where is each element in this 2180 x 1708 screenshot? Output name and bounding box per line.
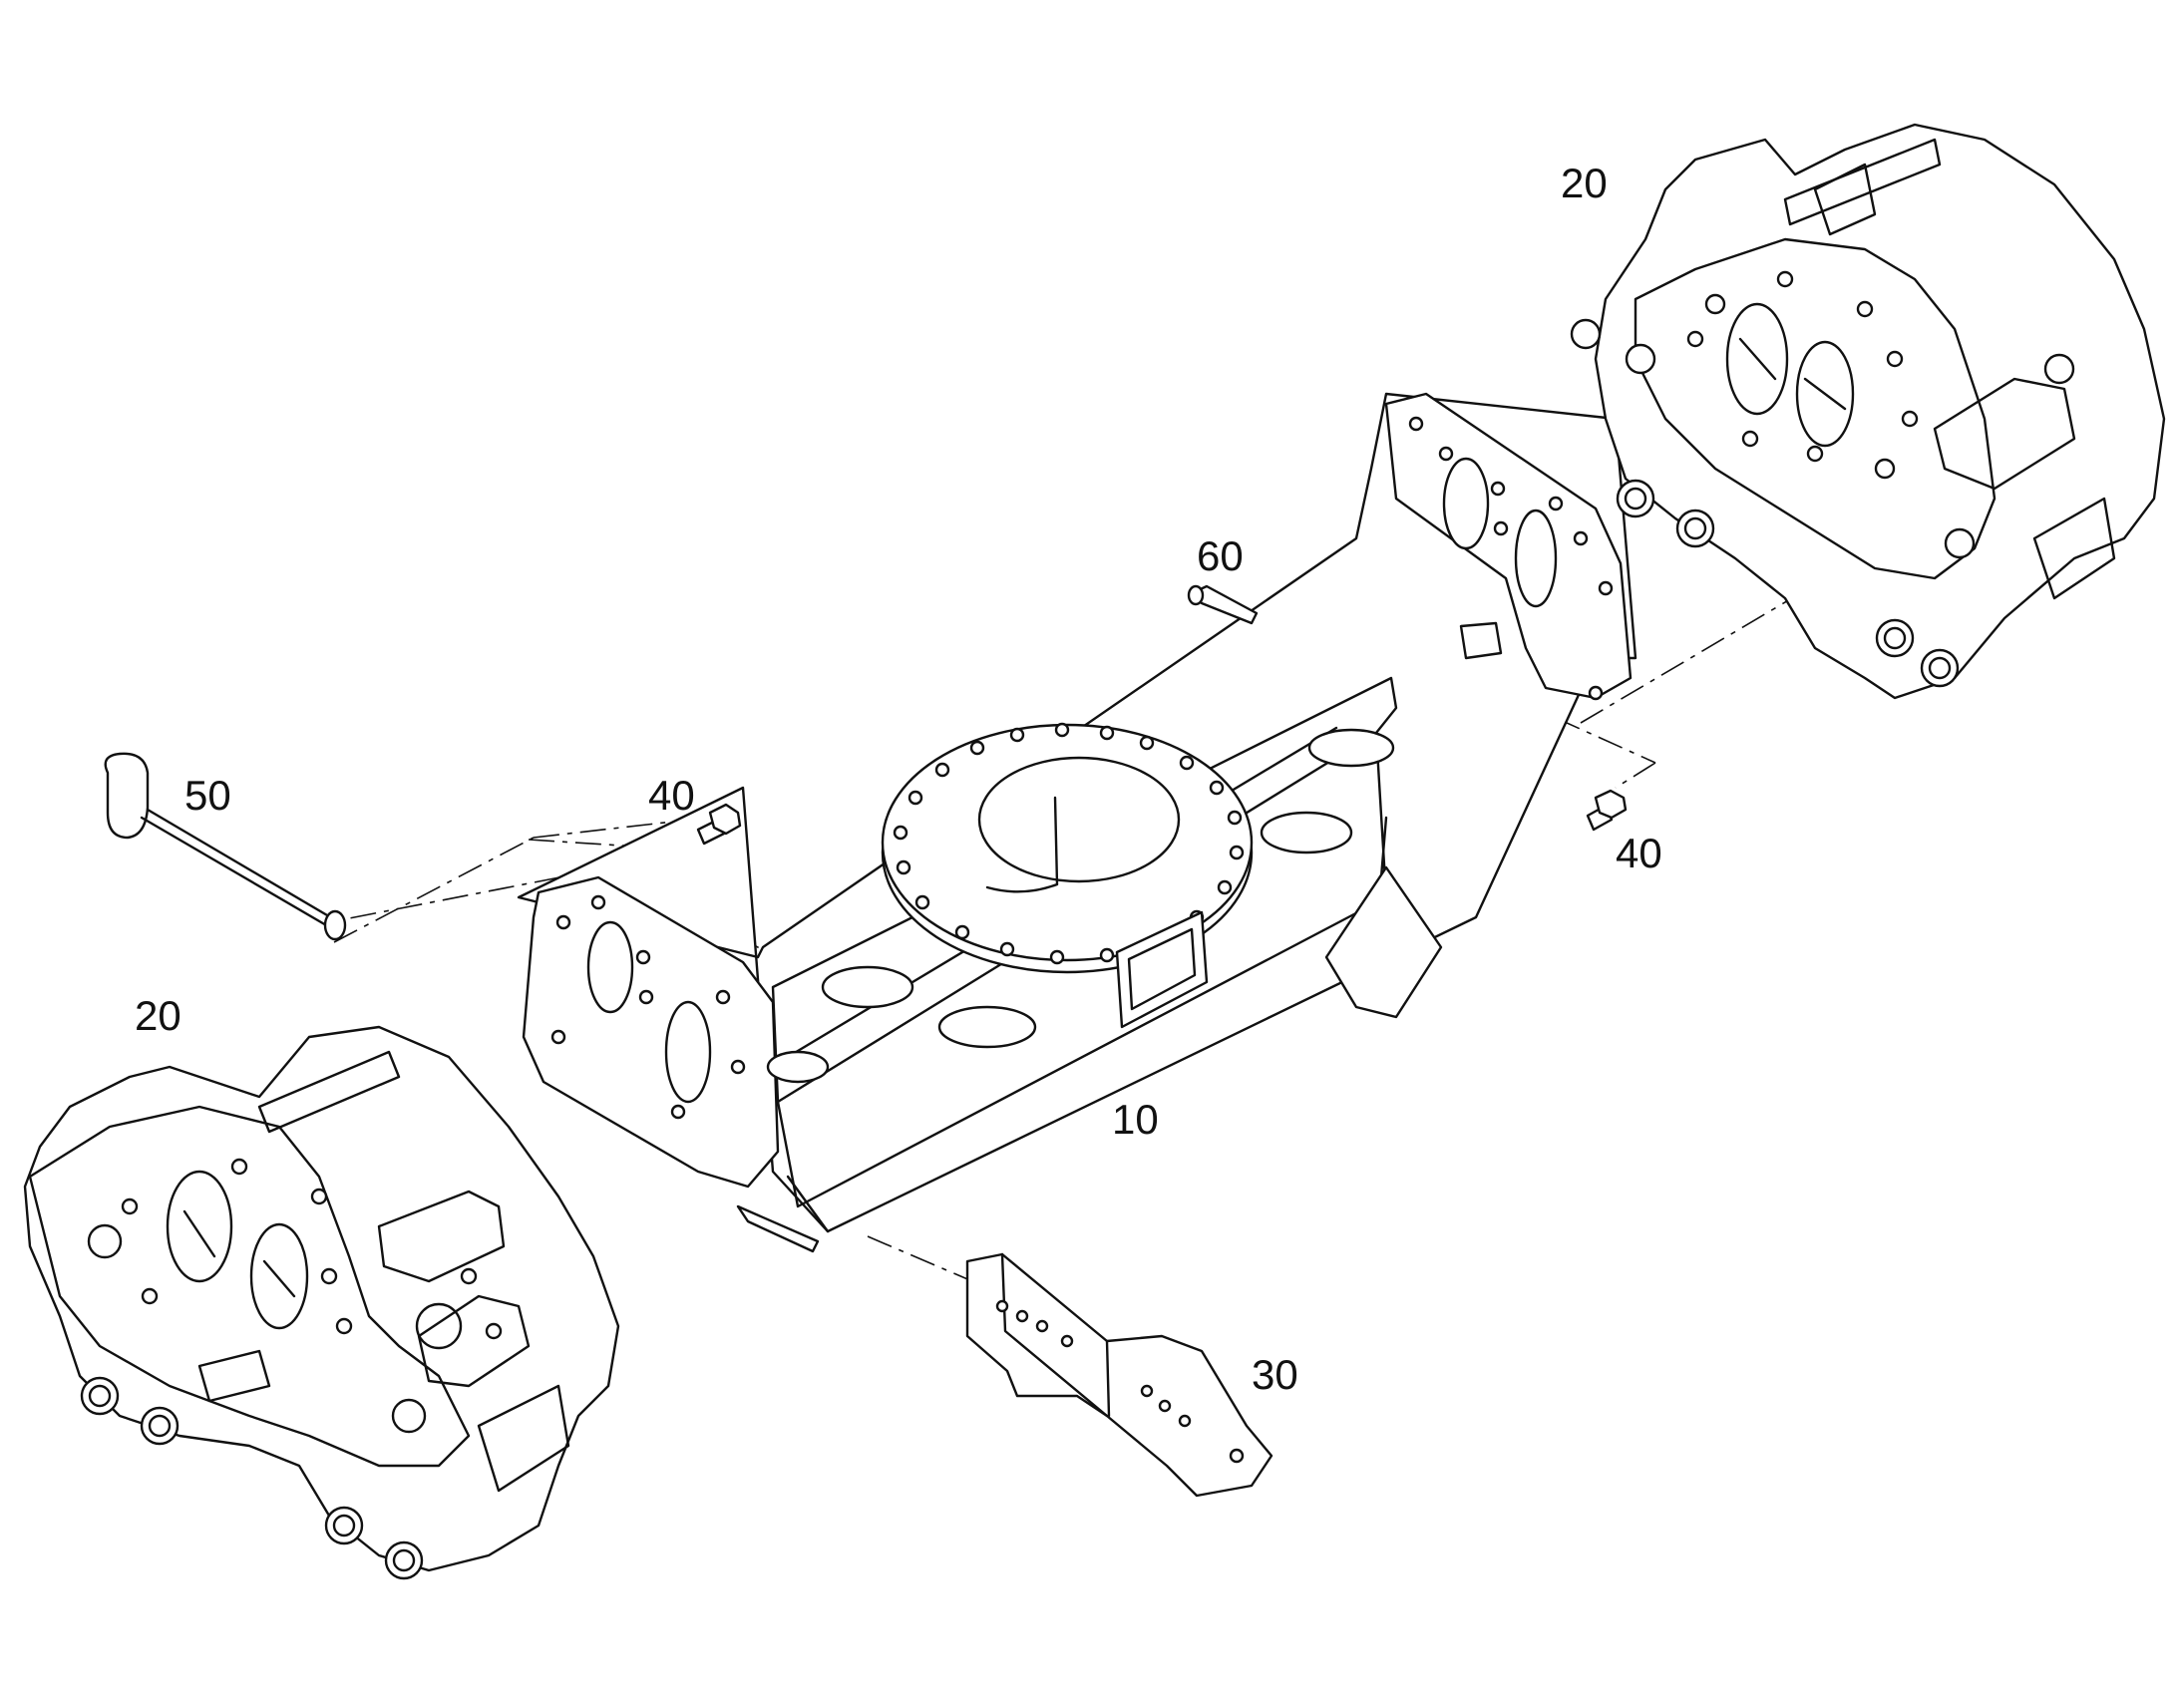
ring-bolt-holes [893, 722, 1245, 965]
articulation-module-part-20-right [1570, 123, 2166, 700]
callout-20-right: 20 [1561, 160, 1608, 206]
articulation-module-part-20-left [23, 1025, 620, 1580]
callout-40-right: 40 [1616, 830, 1662, 876]
main-frame-part-10 [517, 392, 1637, 1253]
callout-10: 10 [1112, 1096, 1159, 1143]
plate-bolt-holes [550, 416, 1614, 1120]
callout-20-left: 20 [135, 992, 182, 1039]
bolt-part-40-left [696, 803, 742, 846]
callout-30: 30 [1252, 1351, 1298, 1398]
callout-40-left: 40 [648, 772, 695, 819]
callout-50: 50 [184, 772, 231, 819]
callouts: 10 20 20 30 40 40 50 60 [135, 160, 1662, 1398]
callout-60: 60 [1197, 532, 1244, 579]
bracket-part-30 [965, 1252, 1273, 1498]
bolt-part-40-right [1586, 789, 1628, 832]
pin-part-50 [104, 752, 347, 941]
bolt-part-60 [1187, 584, 1259, 625]
